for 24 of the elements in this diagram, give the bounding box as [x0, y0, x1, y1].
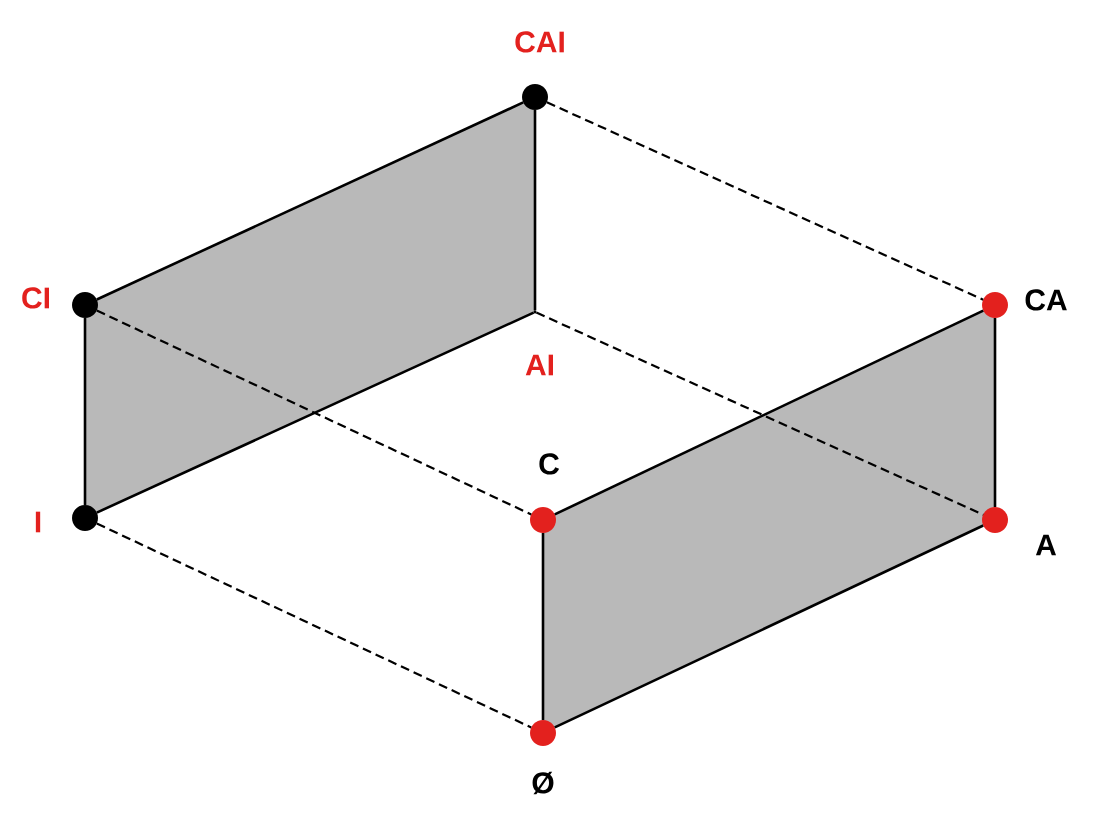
edge-line: [554, 524, 984, 729]
edge-line: [533, 110, 537, 311]
edge-line: [83, 318, 87, 505]
edge-line: [541, 533, 545, 720]
vertex-dot: [522, 84, 548, 110]
vertex-dot: [72, 292, 98, 318]
vertex-label: CAI: [515, 31, 564, 53]
vertex-dot: [72, 505, 98, 531]
vertex-label: I: [35, 511, 41, 533]
vertex-label: A: [1035, 534, 1057, 556]
vertex-label: CA: [1025, 289, 1067, 311]
vertex-dot: [530, 720, 556, 746]
corner-point: [533, 310, 537, 314]
vertex-label: AI: [525, 354, 553, 376]
edge-line: [993, 318, 997, 507]
edge-line: [96, 101, 524, 301]
vertex-dot: [982, 292, 1008, 318]
vertex-dot: [530, 507, 556, 533]
vertex-label: CI: [22, 287, 49, 309]
vertex-label: Ø: [532, 771, 554, 795]
dashed-line: [96, 522, 532, 729]
dashed-line: [546, 101, 984, 301]
vertex-label: C: [539, 453, 559, 475]
vertex-dot: [982, 507, 1008, 533]
